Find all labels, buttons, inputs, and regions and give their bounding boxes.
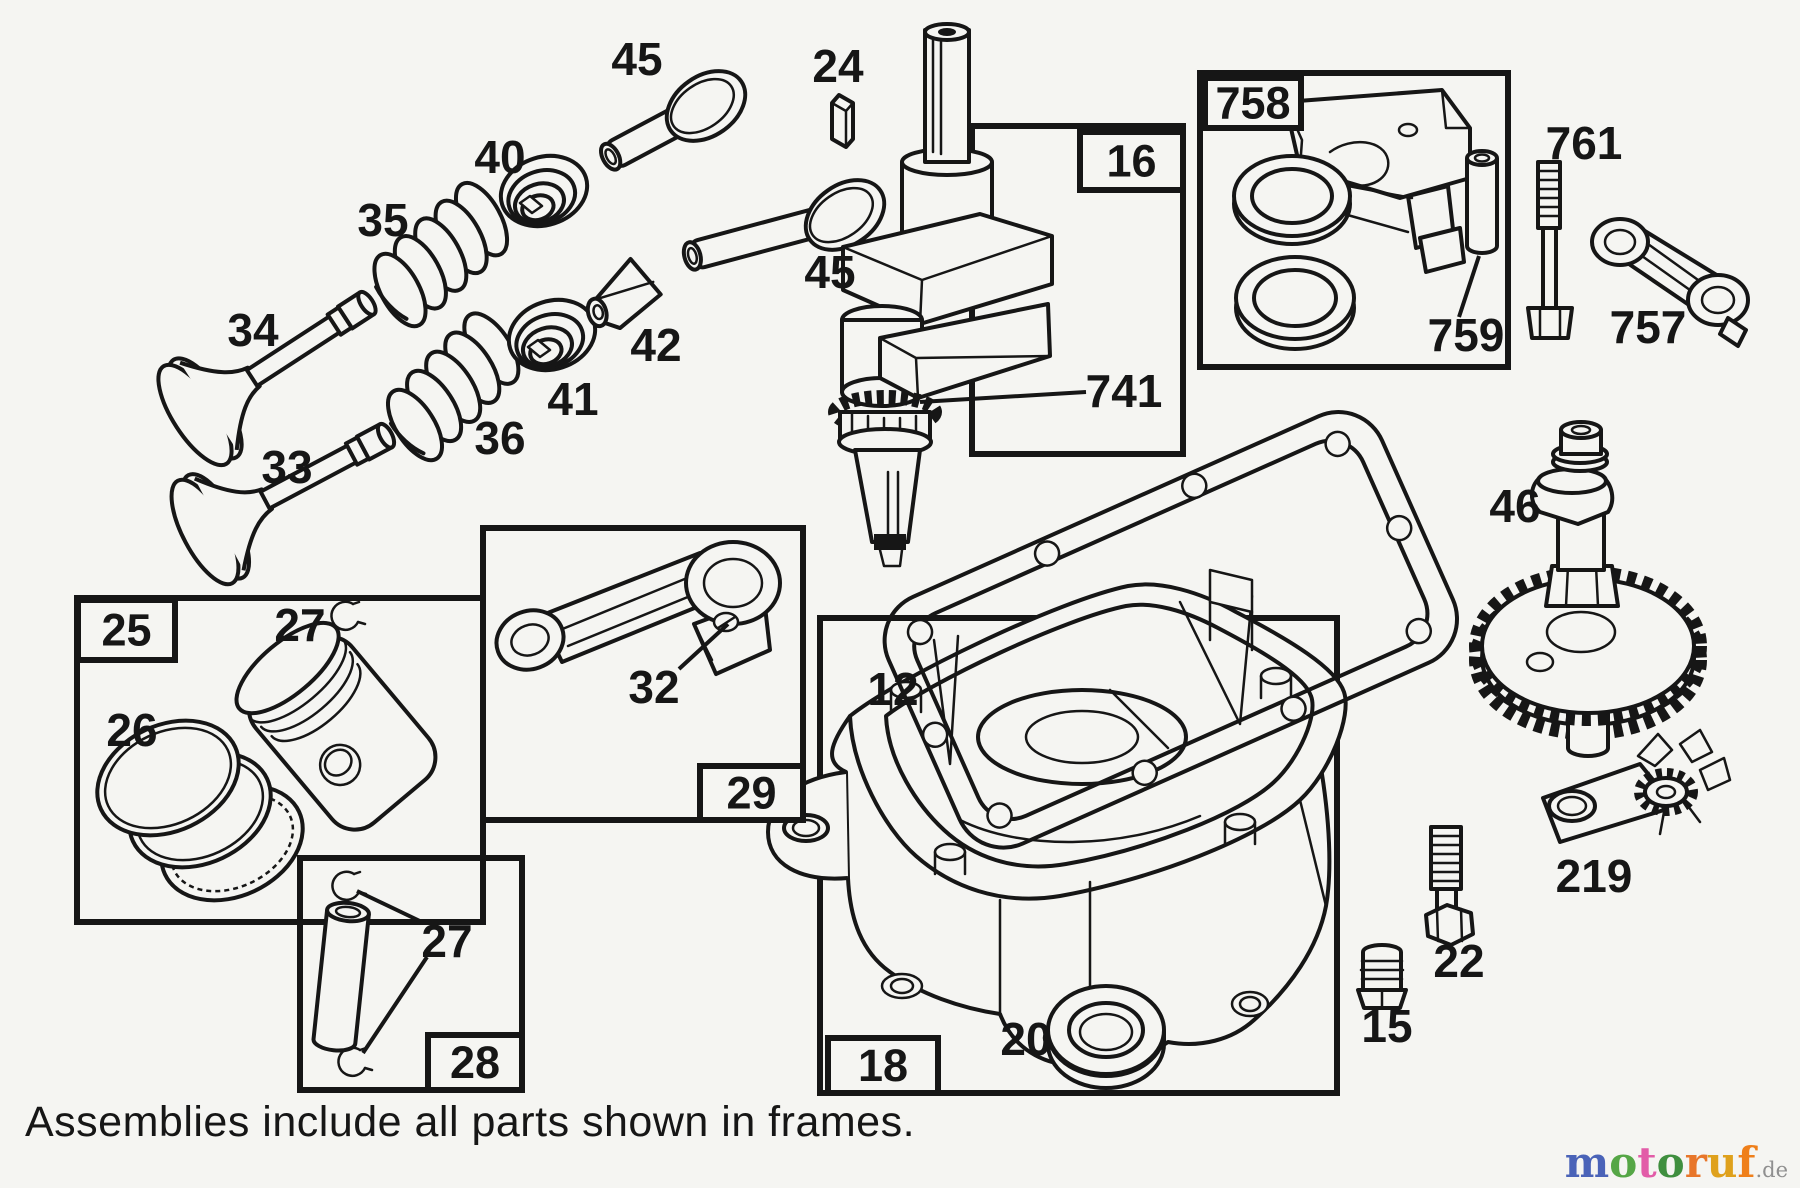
- part-label-22: 22: [1433, 935, 1484, 987]
- assembly-label-box-25: [75, 597, 178, 663]
- part-label-42: 42: [630, 319, 681, 371]
- assembly-frame-29: [480, 525, 806, 823]
- part-label-45-mid: 45: [804, 246, 855, 298]
- part-label-40: 40: [474, 131, 525, 183]
- part-label-27-pin: 27: [421, 915, 472, 967]
- assembly-label-box-28: [425, 1032, 525, 1093]
- retaining-ring-27-pin-top-drawing: [331, 870, 368, 902]
- governor-gear-219-drawing: [1541, 728, 1732, 844]
- watermark-letter: m: [1564, 1138, 1610, 1187]
- part-label-41: 41: [547, 373, 598, 425]
- assembly-label-29: 29: [726, 768, 776, 819]
- piston-rings-26-drawing: [95, 718, 305, 903]
- diagram-caption: Assemblies include all parts shown in fr…: [25, 1098, 916, 1146]
- piston-drawing: [234, 620, 438, 832]
- oil-seal-20-drawing: [1046, 984, 1166, 1090]
- leader-line-759: [1457, 255, 1481, 318]
- retaining-ring-27-pin-bottom-drawing: [337, 1046, 374, 1078]
- assembly-label-box-18: [825, 1035, 941, 1096]
- assembly-frames: [74, 70, 1511, 1096]
- assembly-label-16: 16: [1106, 136, 1156, 187]
- assembly-label-box-16: [1077, 129, 1186, 193]
- line-art: [95, 22, 1750, 1090]
- crankshaft-drawing: [828, 22, 1054, 568]
- assembly-label-25: 25: [101, 605, 151, 656]
- assembly-frame-28: [297, 855, 525, 1093]
- watermark-suffix: .de: [1755, 1158, 1788, 1182]
- assembly-label-28: 28: [450, 1037, 500, 1088]
- crankshaft-key-24-drawing: [830, 93, 855, 149]
- assembly-label-box-758: [1202, 75, 1304, 131]
- leader-line-32: [677, 622, 730, 671]
- assembly-label-18: 18: [858, 1040, 908, 1091]
- connecting-rod-drawing: [494, 540, 782, 676]
- part-label-35: 35: [357, 194, 408, 246]
- part-label-20: 20: [1000, 1013, 1051, 1065]
- part-label-219: 219: [1556, 850, 1633, 902]
- governor-bolt-761-drawing: [1526, 160, 1574, 340]
- part-label-32: 32: [628, 661, 679, 713]
- part-label-36: 36: [474, 412, 525, 464]
- oil-pan-drawing: [766, 568, 1348, 1069]
- sump-bolt-22-drawing: [1424, 825, 1475, 947]
- part-label-24: 24: [812, 40, 864, 92]
- part-label-33: 33: [261, 441, 312, 493]
- part-labels: 45 40 35 34 33 36 41 42 45 24 741 759 761 757 46 219 22 1…: [106, 33, 1686, 1065]
- assembly-label-box-29: [697, 763, 806, 823]
- watermark-logo: motoruf.de: [1565, 1142, 1788, 1184]
- leader-line-741: [919, 390, 1087, 404]
- part-label-761: 761: [1546, 117, 1623, 169]
- leader-line-27-up: [356, 889, 425, 925]
- valve-cap-45-top-drawing: [598, 69, 748, 172]
- retaining-ring-27-piston-drawing: [330, 600, 367, 632]
- assembly-frame-758: [1197, 70, 1511, 370]
- governor-lever-757-drawing: [1590, 217, 1750, 348]
- watermark-letter: f: [1737, 1138, 1756, 1187]
- part-label-45-top: 45: [611, 33, 662, 85]
- mounting-bracket-758-drawing: [1232, 88, 1472, 351]
- part-label-15: 15: [1361, 1000, 1412, 1052]
- part-label-741: 741: [1086, 365, 1163, 417]
- part-label-46: 46: [1489, 480, 1540, 532]
- assembly-label-758: 758: [1215, 78, 1290, 129]
- part-label-12: 12: [867, 663, 918, 715]
- part-label-34: 34: [227, 304, 279, 356]
- watermark-letter: t: [1637, 1138, 1657, 1187]
- leader-line-27-down: [361, 955, 429, 1055]
- watermark-letter: u: [1706, 1138, 1738, 1187]
- watermark-letter: r: [1684, 1138, 1707, 1187]
- valve-cap-45-mid-drawing: [681, 178, 887, 272]
- leader-lines: [356, 255, 1481, 1055]
- valve-keeper-42-drawing: [585, 256, 663, 331]
- part-label-757: 757: [1610, 301, 1687, 353]
- part-label-26: 26: [106, 704, 157, 756]
- sump-gasket-12-drawing: [882, 410, 1460, 850]
- piston-pin-drawing: [311, 900, 371, 1053]
- watermark-letter: o: [1609, 1138, 1638, 1187]
- boxed-labels: 16 758 25 29 28 18: [75, 75, 1304, 1096]
- watermark-letter: o: [1656, 1138, 1685, 1187]
- part-label-759: 759: [1428, 309, 1505, 361]
- dowel-pin-759-drawing: [1465, 149, 1499, 255]
- camshaft-46-drawing: [1469, 420, 1707, 758]
- oil-drain-plug-15-drawing: [1356, 943, 1408, 1010]
- watermark-word: motoruf: [1565, 1138, 1756, 1187]
- part-label-27-piston: 27: [274, 599, 325, 651]
